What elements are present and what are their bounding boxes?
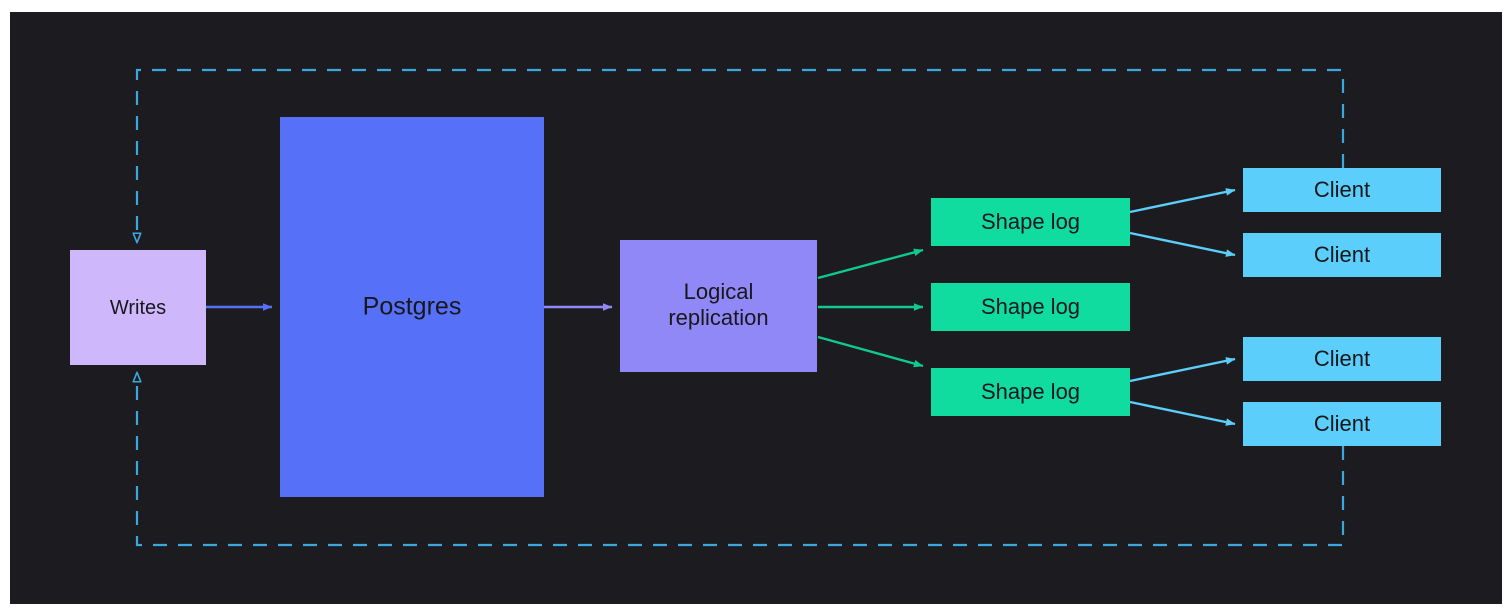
edge-shape-log-3-to-client-3 <box>1129 357 1236 383</box>
client-node-box[interactable] <box>1243 233 1441 277</box>
client-node[interactable]: Client <box>1243 168 1441 212</box>
edge-shape-log-3-to-client-4 <box>1129 400 1236 426</box>
edge-logical-replication-to-shape-log-3 <box>817 335 924 368</box>
client-node[interactable]: Client <box>1243 402 1441 446</box>
client-node[interactable]: Client <box>1243 337 1441 381</box>
edge-shape-log-1-to-client-2 <box>1129 231 1236 257</box>
shape-log-node-box[interactable] <box>931 198 1130 246</box>
edge-client-1-to-writes-dashed <box>137 68 1345 242</box>
shape-log-node-box[interactable] <box>931 368 1130 416</box>
client-node-box[interactable] <box>1243 402 1441 446</box>
shape-log-node[interactable]: Shape log <box>931 283 1130 331</box>
edge-shape-log-1-to-client-1 <box>1129 188 1236 214</box>
logical-replication-node-box[interactable] <box>620 240 817 372</box>
edge-client-4-to-writes-dashed <box>137 373 1345 547</box>
postgres-node-box[interactable] <box>280 117 544 497</box>
writes-node-box[interactable] <box>70 250 206 365</box>
client-node-box[interactable] <box>1243 337 1441 381</box>
shape-log-node[interactable]: Shape log <box>931 198 1130 246</box>
shape-log-node[interactable]: Shape log <box>931 368 1130 416</box>
client-node-box[interactable] <box>1243 168 1441 212</box>
postgres-node[interactable]: Postgres <box>280 117 544 497</box>
edge-logical-replication-to-shape-log-1 <box>817 248 924 280</box>
client-node[interactable]: Client <box>1243 233 1441 277</box>
writes-node[interactable]: Writes <box>70 250 206 365</box>
edges-layer <box>137 68 1345 547</box>
shape-log-node-box[interactable] <box>931 283 1130 331</box>
